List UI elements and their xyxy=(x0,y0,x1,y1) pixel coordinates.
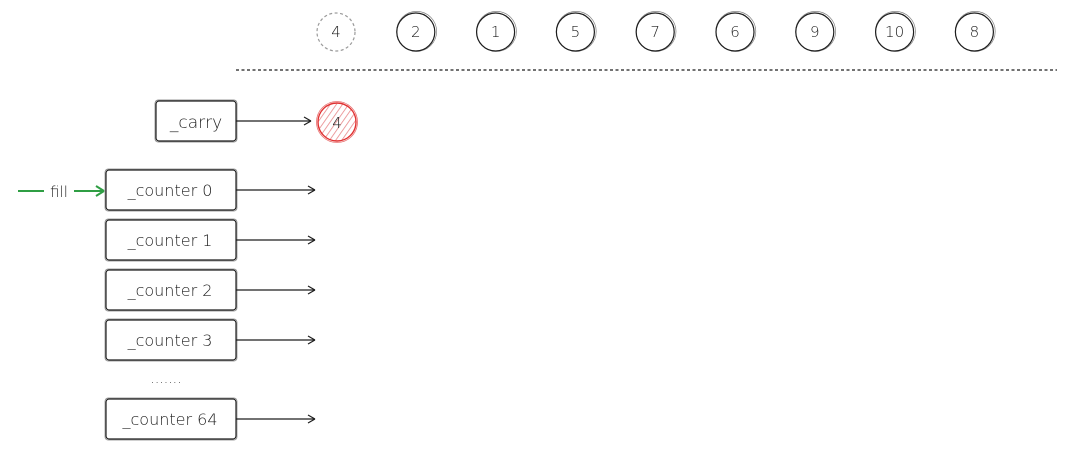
queue-item: 7 xyxy=(635,11,677,52)
queue-item-label: 1 xyxy=(491,23,501,41)
queue-item-label: 10 xyxy=(885,23,904,41)
counter-row: _counter 0 xyxy=(104,168,316,212)
queue-item-node xyxy=(316,12,356,52)
carry-value-node xyxy=(317,102,357,142)
fill-label: fill xyxy=(50,183,68,201)
queue-item-label: 4 xyxy=(331,23,341,41)
counter-arrow-head xyxy=(307,185,316,195)
counter-arrow-head xyxy=(307,335,316,345)
queue-item: 6 xyxy=(715,11,757,52)
carry-label: _carry xyxy=(169,113,222,133)
queue-item-label: 7 xyxy=(650,23,660,41)
counter-row: _counter 3 xyxy=(104,318,316,362)
queue-item-label: 8 xyxy=(970,23,980,41)
counter-label: _counter 3 xyxy=(127,331,213,350)
counter-arrow-head xyxy=(307,414,316,424)
counter-row: _counter 64 xyxy=(104,397,316,441)
queue-item: 8 xyxy=(954,11,996,52)
counter-arrow-head xyxy=(307,285,316,295)
queue-item: 10 xyxy=(874,11,916,52)
counter-label: _counter 64 xyxy=(121,410,217,429)
queue-item: 2 xyxy=(396,11,437,52)
counter-arrow-head xyxy=(307,235,316,245)
counter-ellipsis: ....... xyxy=(150,371,181,387)
counter-list: _counter 0 _counter 1 _counter 2 _counter 3… xyxy=(104,168,316,441)
queue-item: 9 xyxy=(795,11,836,52)
counter-row: _counter 1 xyxy=(104,218,316,262)
fill-arrow-group: fill xyxy=(18,183,105,201)
queue-item-label: 2 xyxy=(411,23,421,41)
queue-item: 4 xyxy=(316,12,356,52)
fill-arrow-head xyxy=(95,185,105,197)
queue-item-label: 5 xyxy=(571,23,581,41)
counter-label: _counter 1 xyxy=(127,231,213,250)
carry-group: _carry 4 xyxy=(154,99,358,143)
queue-item: 5 xyxy=(555,11,597,52)
counter-row: _counter 2 xyxy=(104,268,316,312)
queue-row: 4 2 1 5 7 6 9 10 8 xyxy=(316,11,996,52)
counter-label: _counter 2 xyxy=(127,281,213,300)
carry-arrow-head xyxy=(303,116,312,126)
queue-item-label: 6 xyxy=(730,23,740,41)
counter-label: _counter 0 xyxy=(127,181,213,200)
queue-item-label: 9 xyxy=(810,23,820,41)
queue-item: 1 xyxy=(476,11,517,52)
carry-value: 4 xyxy=(332,114,342,132)
